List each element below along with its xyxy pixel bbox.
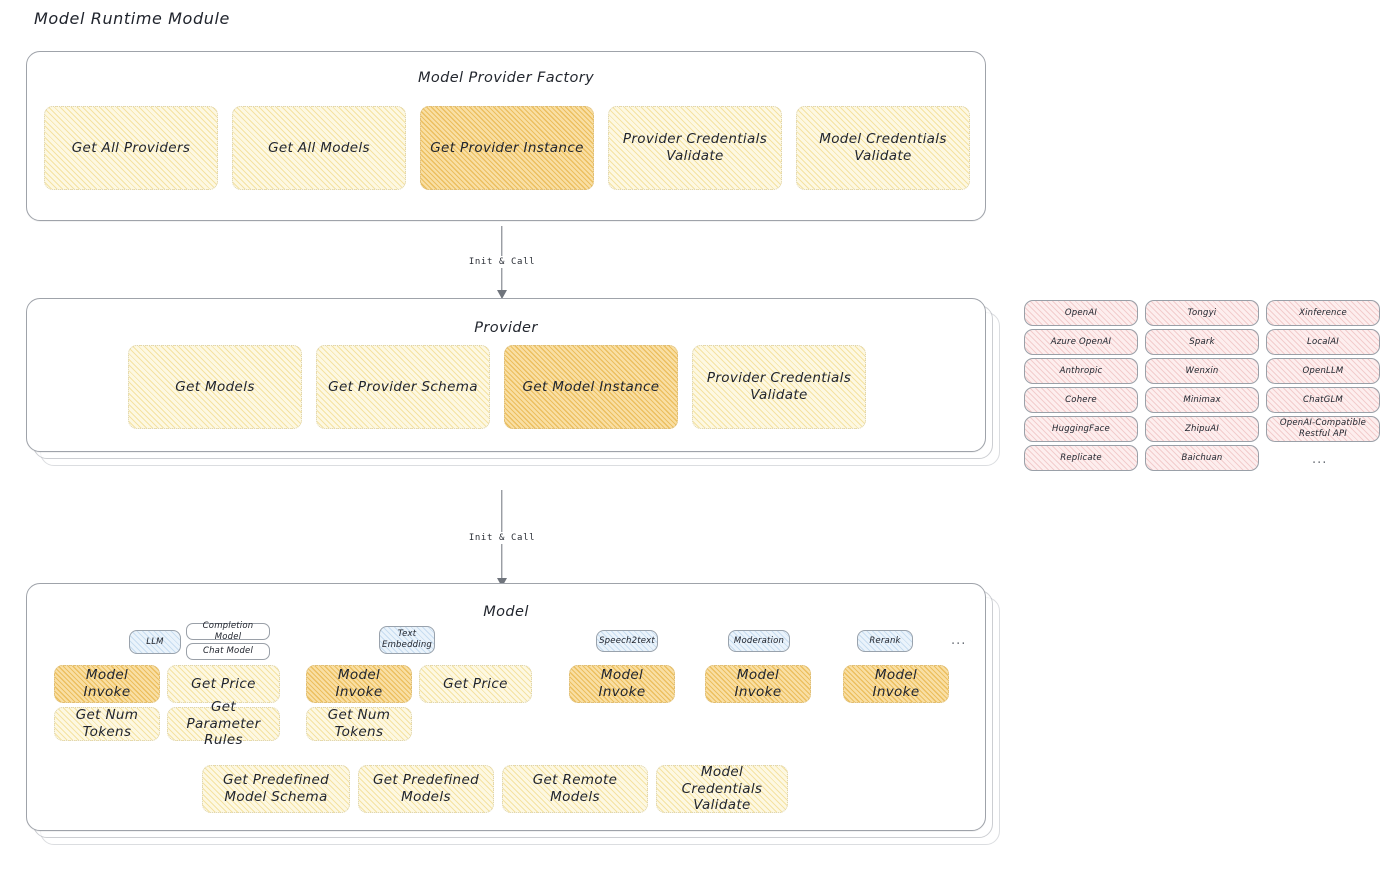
provider-list-item-zhipuai[interactable]: ZhipuAI <box>1145 416 1259 442</box>
model-provider-factory-section: Model Provider Factory Get All Providers… <box>26 51 986 221</box>
model-method-llm-get-price[interactable]: Get Price <box>167 665 280 703</box>
provider-node-get-provider-schema[interactable]: Get Provider Schema <box>316 345 490 429</box>
provider-list-item-tongyi[interactable]: Tongyi <box>1145 300 1259 326</box>
model-common-get-predefined-model-schema[interactable]: Get Predefined Model Schema <box>202 765 350 813</box>
model-method-rerank-model-invoke[interactable]: Model Invoke <box>843 665 949 703</box>
model-method-embedding-model-invoke[interactable]: Model Invoke <box>306 665 412 703</box>
provider-node-get-models[interactable]: Get Models <box>128 345 302 429</box>
model-method-llm-get-num-tokens[interactable]: Get Num Tokens <box>54 707 160 741</box>
provider-list-section: OpenAI Azure OpenAI Anthropic Cohere Hug… <box>1024 300 1380 480</box>
provider-list-item-xinference[interactable]: Xinference <box>1266 300 1380 326</box>
model-common-model-credentials-validate[interactable]: Model Credentials Validate <box>656 764 788 813</box>
arrow-provider-to-model: Init & Call <box>463 490 541 587</box>
provider-list-item-baichuan[interactable]: Baichuan <box>1145 445 1259 471</box>
provider-list-item-anthropic[interactable]: Anthropic <box>1024 358 1138 384</box>
factory-node-model-credentials-validate[interactable]: Model Credentials Validate <box>796 106 970 190</box>
model-type-badge-moderation[interactable]: Moderation <box>728 630 790 652</box>
factory-node-get-provider-instance[interactable]: Get Provider Instance <box>420 106 594 190</box>
model-types-more: ... <box>951 633 967 648</box>
provider-list-item-chatglm[interactable]: ChatGLM <box>1266 387 1380 413</box>
factory-node-get-all-providers[interactable]: Get All Providers <box>44 106 218 190</box>
model-sub-badge-chat-model[interactable]: Chat Model <box>186 643 270 660</box>
provider-list-more: ... <box>1312 452 1328 467</box>
factory-node-provider-credentials-validate[interactable]: Provider Credentials Validate <box>608 106 782 190</box>
model-title: Model <box>483 604 529 620</box>
provider-list-item-spark[interactable]: Spark <box>1145 329 1259 355</box>
arrow-label-init-call: Init & Call <box>463 256 541 268</box>
arrow-factory-to-provider: Init & Call <box>463 226 541 299</box>
provider-list-item-replicate[interactable]: Replicate <box>1024 445 1138 471</box>
provider-list-item-huggingface[interactable]: HuggingFace <box>1024 416 1138 442</box>
provider-section: Provider Get Models Get Provider Schema … <box>26 298 1016 478</box>
model-section: Model LLM Completion Model Chat Model Mo… <box>26 583 1016 853</box>
model-method-llm-model-invoke[interactable]: Model Invoke <box>54 665 160 703</box>
provider-list-item-openllm[interactable]: OpenLLM <box>1266 358 1380 384</box>
provider-list-item-azure-openai[interactable]: Azure OpenAI <box>1024 329 1138 355</box>
factory-title: Model Provider Factory <box>417 70 595 86</box>
provider-title: Provider <box>474 320 538 336</box>
model-common-get-remote-models[interactable]: Get Remote Models <box>502 765 648 813</box>
model-common-get-predefined-models[interactable]: Get Predefined Models <box>358 765 494 813</box>
arrow-head <box>497 578 507 587</box>
provider-node-get-model-instance[interactable]: Get Model Instance <box>504 345 678 429</box>
factory-node-get-all-models[interactable]: Get All Models <box>232 106 406 190</box>
arrow-head <box>497 290 507 299</box>
model-type-badge-llm[interactable]: LLM <box>129 630 181 654</box>
model-type-badge-rerank[interactable]: Rerank <box>857 630 913 652</box>
model-type-badge-speech2text[interactable]: Speech2text <box>596 630 658 652</box>
model-sub-badge-completion-model[interactable]: Completion Model <box>186 621 270 642</box>
provider-list-item-openai[interactable]: OpenAI <box>1024 300 1138 326</box>
provider-list-item-minimax[interactable]: Minimax <box>1145 387 1259 413</box>
provider-list-item-localai[interactable]: LocalAI <box>1266 329 1380 355</box>
arrow-label-init-call: Init & Call <box>463 532 541 544</box>
model-method-embedding-get-price[interactable]: Get Price <box>419 665 532 703</box>
model-method-llm-get-parameter-rules[interactable]: Get Parameter Rules <box>167 699 280 748</box>
provider-list-item-openai-compatible[interactable]: OpenAI-Compatible Restful API <box>1266 416 1380 442</box>
model-type-badge-text-embedding[interactable]: Text Embedding <box>379 626 435 654</box>
provider-list-item-cohere[interactable]: Cohere <box>1024 387 1138 413</box>
model-method-moderation-model-invoke[interactable]: Model Invoke <box>705 665 811 703</box>
provider-list-item-wenxin[interactable]: Wenxin <box>1145 358 1259 384</box>
page-title: Model Runtime Module <box>34 9 230 28</box>
model-method-speech2text-model-invoke[interactable]: Model Invoke <box>569 665 675 703</box>
provider-node-provider-credentials-validate[interactable]: Provider Credentials Validate <box>692 345 866 429</box>
model-method-embedding-get-num-tokens[interactable]: Get Num Tokens <box>306 707 412 741</box>
